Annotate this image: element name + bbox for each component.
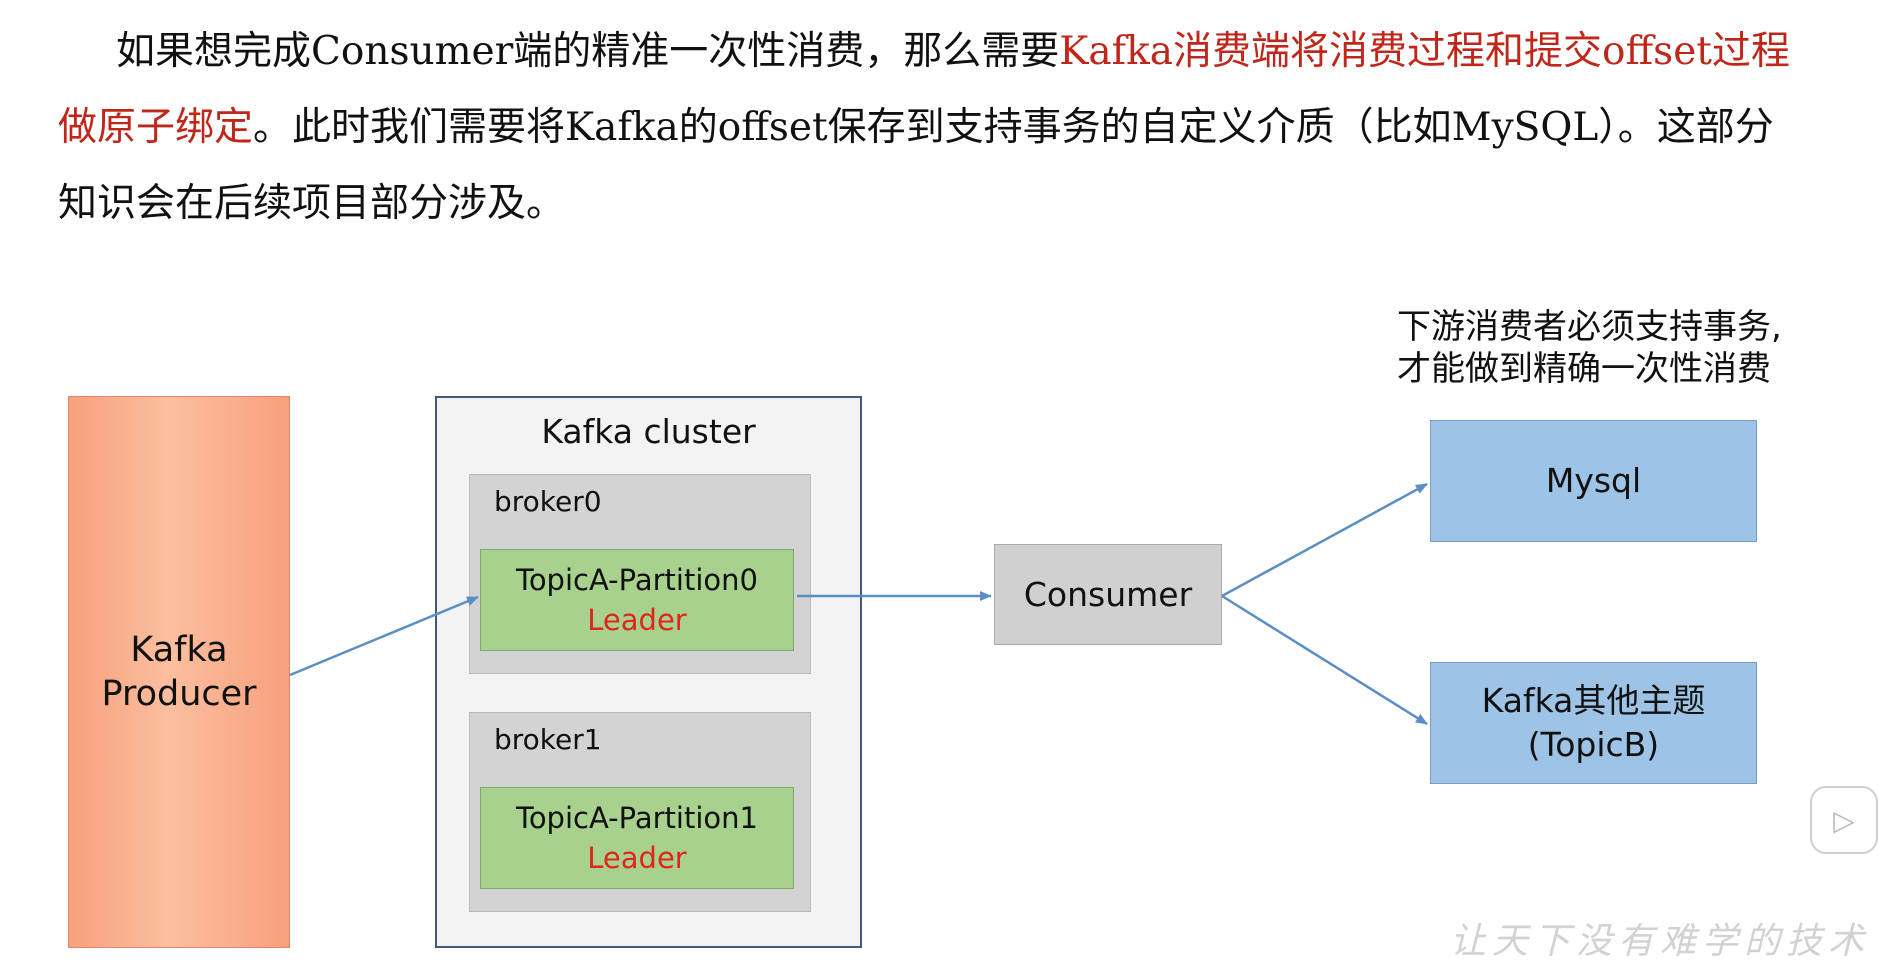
cluster-title: Kafka cluster xyxy=(541,412,756,451)
producer-label-line1: Kafka xyxy=(130,630,228,670)
partition1-box: TopicA-Partition1 Leader xyxy=(480,787,794,889)
note-line1: 下游消费者必须支持事务, xyxy=(1397,307,1782,347)
broker1-label: broker1 xyxy=(494,723,602,756)
producer-label-line2: Producer xyxy=(101,674,257,714)
partition0-label: TopicA-Partition0 xyxy=(516,563,758,597)
note-line2: 才能做到精确一次性消费 xyxy=(1397,349,1771,389)
intro-highlight: Kafka消费端将消费过程和提交offset过程做原子绑定 xyxy=(58,29,1790,150)
intro-text-2: 。此时我们需要将Kafka的offset保存到支持事务的自定义介质（比如MySQ… xyxy=(58,105,1774,226)
kafka-cluster-box: Kafka cluster broker0 TopicA-Partition0 … xyxy=(435,396,862,948)
arrow-consumer-to-topicb xyxy=(1221,594,1428,726)
intro-paragraph: 如果想完成Consumer端的精准一次性消费，那么需要Kafka消费端将消费过程… xyxy=(58,14,1798,242)
broker1-box: broker1 TopicA-Partition1 Leader xyxy=(469,712,811,912)
partition1-leader: Leader xyxy=(587,841,687,875)
mysql-label: Mysql xyxy=(1545,461,1642,500)
mysql-box: Mysql xyxy=(1430,420,1757,542)
topicb-label-line1: Kafka其他主题 xyxy=(1481,681,1706,720)
partition0-leader: Leader xyxy=(587,603,687,637)
watermark: 让天下没有难学的技术 xyxy=(1450,921,1871,962)
kafka-topicb-box: Kafka其他主题 (TopicB) xyxy=(1430,662,1757,784)
intro-text-1: 如果想完成Consumer端的精准一次性消费，那么需要 xyxy=(116,29,1060,74)
topicb-label-line2: (TopicB) xyxy=(1527,725,1660,764)
broker0-box: broker0 TopicA-Partition0 Leader xyxy=(469,474,811,674)
partition1-label: TopicA-Partition1 xyxy=(516,801,758,835)
play-icon[interactable]: ▷ xyxy=(1810,786,1878,854)
consumer-label: Consumer xyxy=(1023,575,1193,614)
consumer-box: Consumer xyxy=(994,544,1222,645)
arrow-consumer-to-mysql xyxy=(1221,482,1428,598)
kafka-producer-box: Kafka Producer xyxy=(68,396,290,948)
partition0-box: TopicA-Partition0 Leader xyxy=(480,549,794,651)
broker0-label: broker0 xyxy=(494,485,602,518)
downstream-note: 下游消费者必须支持事务, 才能做到精确一次性消费 xyxy=(1397,306,1782,390)
arrow-producer-to-partition0 xyxy=(289,595,479,677)
